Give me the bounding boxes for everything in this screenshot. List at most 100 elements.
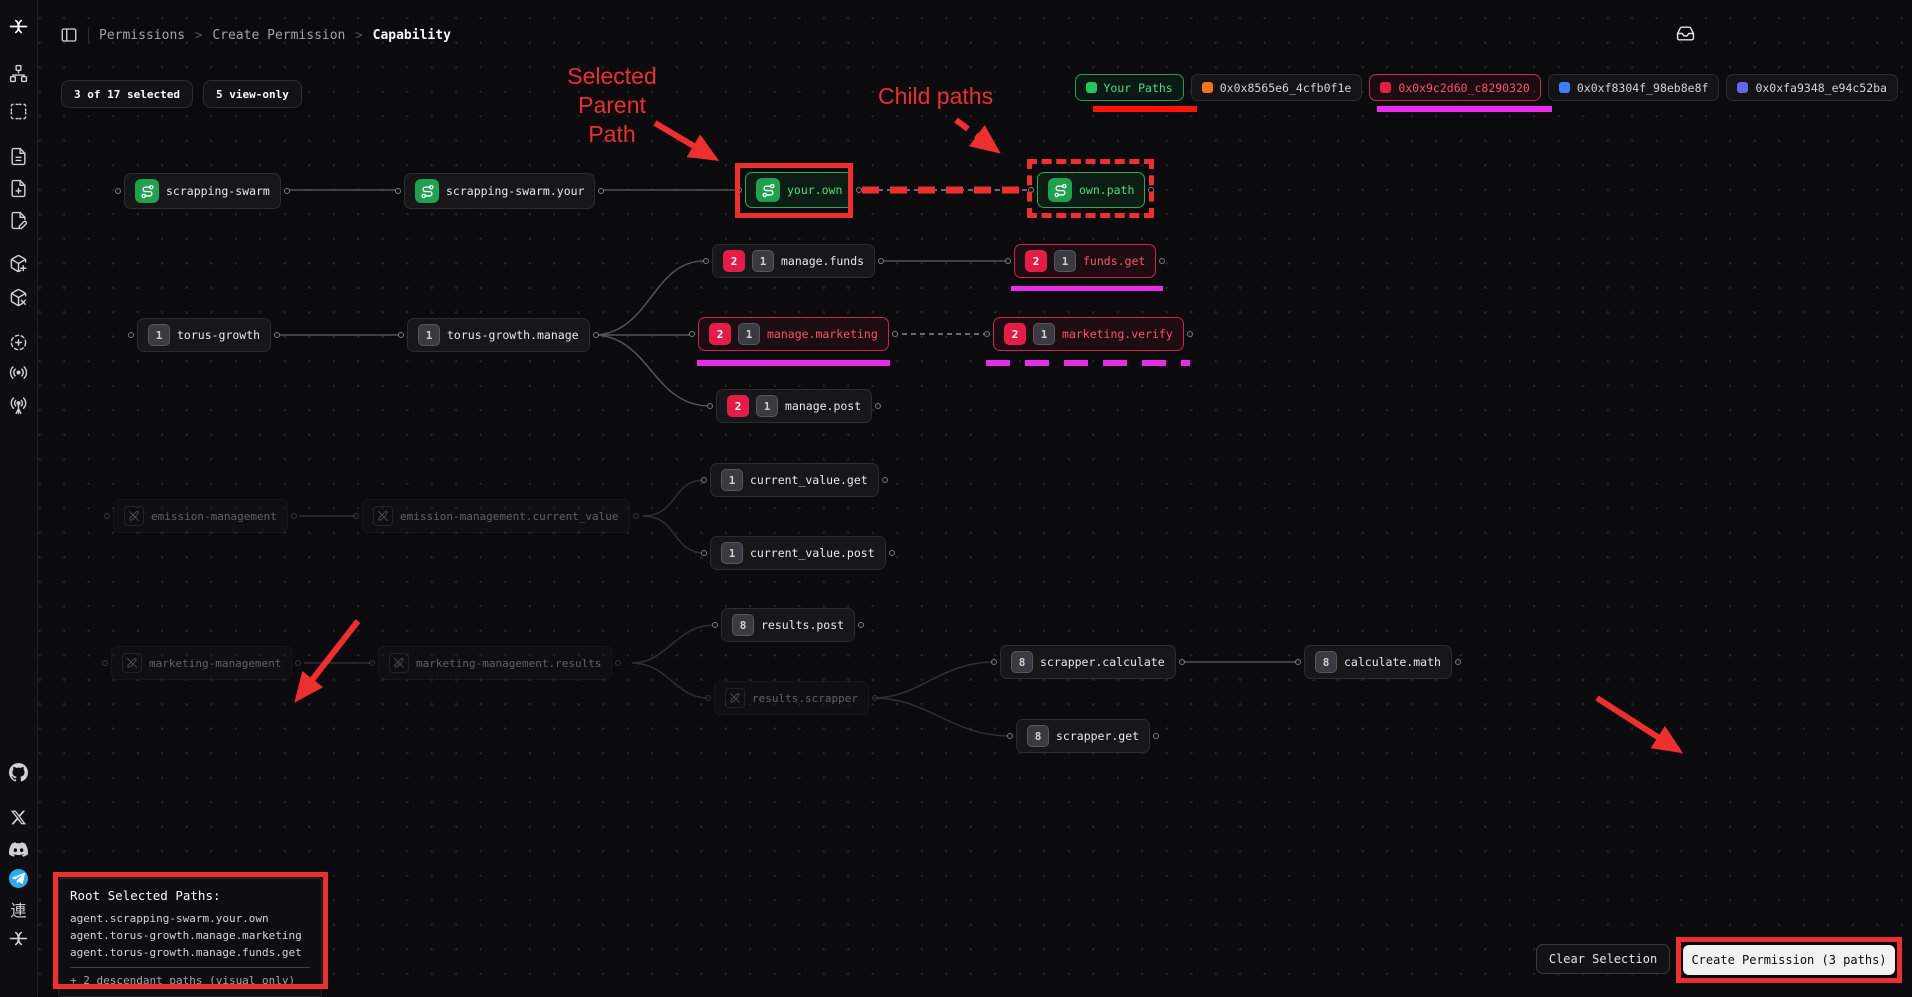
connector-dot[interactable]: [1187, 331, 1193, 337]
x-twitter-icon[interactable]: [7, 805, 31, 829]
legend-account-1[interactable]: 0x0x8565e6_4cfb0f1e: [1191, 74, 1363, 101]
connector-dot[interactable]: [705, 695, 711, 701]
radio-icon[interactable]: [7, 360, 31, 384]
hierarchy-icon[interactable]: [7, 61, 31, 85]
node-scrapping-swarm-your[interactable]: scrapping-swarm.your: [404, 173, 595, 209]
connector-dot[interactable]: [274, 332, 280, 338]
selection-count-badge: 2: [709, 323, 731, 345]
connector-dot[interactable]: [395, 188, 401, 194]
file-pen-icon[interactable]: [7, 208, 31, 232]
node-emission-management-current-value[interactable]: emission-management.current_value: [362, 499, 630, 533]
connector-dot[interactable]: [353, 513, 359, 519]
create-permission-button[interactable]: Create Permission (3 paths): [1683, 945, 1895, 975]
node-results-scrapper[interactable]: results.scrapper: [714, 681, 869, 715]
cube-x-icon[interactable]: [7, 285, 31, 309]
connector-dot[interactable]: [598, 188, 604, 194]
connector-dot[interactable]: [892, 331, 898, 337]
node-marketing-management[interactable]: marketing-management: [111, 646, 292, 680]
connector-dot[interactable]: [736, 187, 742, 193]
connector-dot[interactable]: [984, 331, 990, 337]
connector-dot[interactable]: [889, 550, 895, 556]
legend-account-3[interactable]: 0x0xf8304f_98eb8e8f: [1548, 74, 1720, 101]
node-scrapper-get[interactable]: 8 scrapper.get: [1016, 719, 1150, 753]
connector-dot[interactable]: [701, 477, 707, 483]
connector-dot[interactable]: [882, 477, 888, 483]
file-plus-icon[interactable]: [7, 176, 31, 200]
clear-selection-button[interactable]: Clear Selection: [1536, 944, 1670, 974]
node-funds-get[interactable]: 2 1 funds.get: [1014, 244, 1156, 278]
connector-dot[interactable]: [878, 258, 884, 264]
circle-dashed-plus-icon[interactable]: [7, 330, 31, 354]
node-manage-funds[interactable]: 2 1 manage.funds: [712, 244, 875, 278]
connector-dot[interactable]: [102, 660, 108, 666]
file-text-icon[interactable]: [7, 144, 31, 168]
connector-dot[interactable]: [701, 550, 707, 556]
connector-dot[interactable]: [1455, 659, 1461, 665]
connector-dot[interactable]: [1159, 258, 1165, 264]
connector-dot[interactable]: [1005, 258, 1011, 264]
node-current-value-get[interactable]: 1 current_value.get: [710, 463, 879, 497]
cube-plus-icon[interactable]: [7, 251, 31, 275]
inbox-icon[interactable]: [1676, 24, 1695, 47]
telegram-icon[interactable]: [7, 866, 31, 890]
connector-dot[interactable]: [1148, 187, 1154, 193]
connector-dot[interactable]: [1179, 659, 1185, 665]
connector-dot[interactable]: [369, 660, 375, 666]
node-manage-marketing[interactable]: 2 1 manage.marketing: [698, 317, 889, 351]
node-marketing-management-results[interactable]: marketing-management.results: [378, 646, 612, 680]
node-own-path[interactable]: own.path: [1037, 172, 1145, 208]
node-emission-management[interactable]: emission-management: [113, 499, 288, 533]
node-scrapping-swarm[interactable]: scrapping-swarm: [124, 173, 281, 209]
node-results-post[interactable]: 8 results.post: [721, 608, 855, 642]
node-label: results.post: [761, 618, 844, 632]
node-torus-growth-manage[interactable]: 1 torus-growth.manage: [407, 318, 590, 352]
connector-dot[interactable]: [875, 403, 881, 409]
legend-your-paths[interactable]: Your Paths: [1075, 74, 1184, 101]
breadcrumb-permissions[interactable]: Permissions: [99, 28, 185, 43]
connector-dot[interactable]: [1007, 733, 1013, 739]
connector-dot[interactable]: [1295, 659, 1301, 665]
breadcrumb-create-permission[interactable]: Create Permission: [212, 28, 345, 43]
connector-dot[interactable]: [707, 403, 713, 409]
connector-dot[interactable]: [1028, 187, 1034, 193]
connector-dot[interactable]: [872, 695, 878, 701]
torus-logo-bottom-icon[interactable]: [7, 926, 31, 950]
torus-logo-icon[interactable]: [7, 14, 31, 38]
connector-dot[interactable]: [295, 660, 301, 666]
connector-dot[interactable]: [284, 188, 290, 194]
legend-account-4[interactable]: 0x0xfa9348_e94c52ba: [1726, 74, 1898, 101]
connector-dot[interactable]: [858, 622, 864, 628]
node-your-own[interactable]: your.own: [745, 172, 853, 208]
node-label: torus-growth: [177, 328, 260, 342]
connector-dot[interactable]: [398, 332, 404, 338]
legend-account-2[interactable]: 0x0x9c2d60_c8290320: [1369, 74, 1541, 101]
node-calculate-math[interactable]: 8 calculate.math: [1304, 645, 1452, 679]
radio-tower-icon[interactable]: [7, 393, 31, 417]
connector-dot[interactable]: [593, 332, 599, 338]
discord-icon[interactable]: [7, 837, 31, 861]
connector-dot[interactable]: [128, 332, 134, 338]
kanji-link-icon[interactable]: 連: [7, 897, 31, 921]
graph-canvas[interactable]: [38, 0, 1912, 996]
connector-dot[interactable]: [703, 258, 709, 264]
connector-dot[interactable]: [689, 331, 695, 337]
node-marketing-verify[interactable]: 2 1 marketing.verify: [993, 317, 1184, 351]
panel-left-toggle-icon[interactable]: [60, 26, 78, 44]
node-scrapper-calculate[interactable]: 8 scrapper.calculate: [1000, 645, 1176, 679]
connector-dot[interactable]: [856, 187, 862, 193]
connector-dot[interactable]: [115, 188, 121, 194]
pen-off-icon: [122, 653, 142, 673]
descendant-paths-note: + 2 descendant paths (visual only): [70, 967, 310, 987]
node-torus-growth[interactable]: 1 torus-growth: [137, 318, 271, 352]
connector-dot[interactable]: [712, 622, 718, 628]
node-current-value-post[interactable]: 1 current_value.post: [710, 536, 886, 570]
connector-dot[interactable]: [615, 660, 621, 666]
box-select-icon[interactable]: [7, 99, 31, 123]
connector-dot[interactable]: [291, 513, 297, 519]
connector-dot[interactable]: [1153, 733, 1159, 739]
connector-dot[interactable]: [991, 659, 997, 665]
connector-dot[interactable]: [633, 513, 639, 519]
node-manage-post[interactable]: 2 1 manage.post: [716, 389, 872, 423]
github-icon[interactable]: [7, 760, 31, 784]
connector-dot[interactable]: [104, 513, 110, 519]
